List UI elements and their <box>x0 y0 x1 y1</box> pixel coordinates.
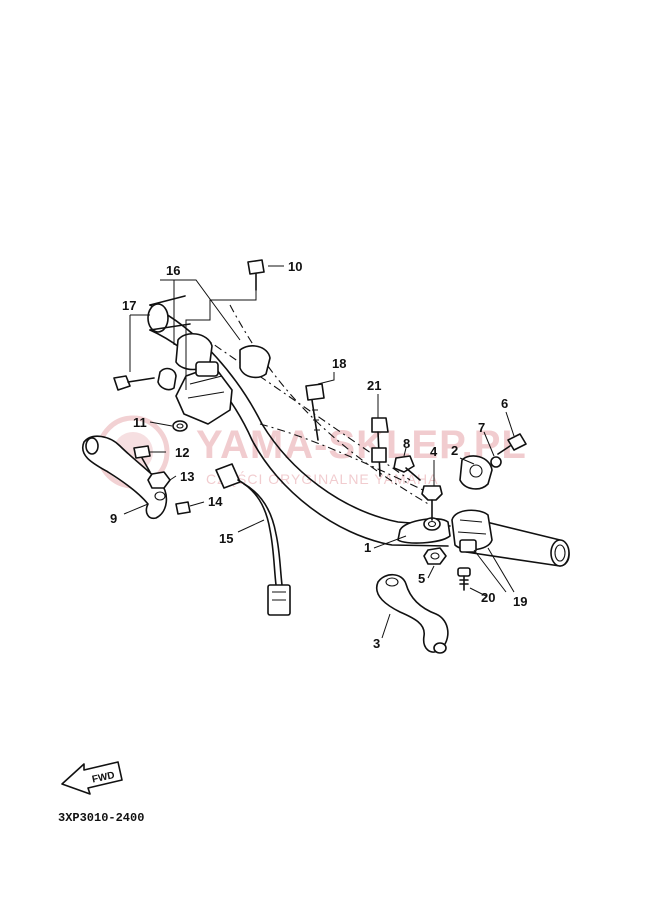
screw-17 <box>113 375 155 391</box>
callout-3: 3 <box>373 636 380 651</box>
bolt-12 <box>133 445 151 473</box>
callout-4: 4 <box>430 444 438 459</box>
washer-11 <box>172 420 188 432</box>
nut-5 <box>423 547 447 565</box>
callout-1: 1 <box>364 540 371 555</box>
callout-16: 16 <box>166 263 180 278</box>
screw-10 <box>247 259 265 291</box>
callout-17: 17 <box>122 298 136 313</box>
right-lever <box>375 573 449 654</box>
diagram-code: 3XP3010-2400 <box>58 811 144 825</box>
callout-12: 12 <box>175 445 189 460</box>
left-holder-assembly <box>157 333 271 425</box>
callout-8: 8 <box>403 436 410 451</box>
throttle-housing <box>451 509 493 553</box>
bolt-8 <box>393 455 421 481</box>
callout-13: 13 <box>180 469 194 484</box>
cable-strap-18 <box>305 383 325 441</box>
fwd-arrow: FWD <box>61 761 123 795</box>
screw-20 <box>457 567 471 591</box>
callout-20: 20 <box>481 590 495 605</box>
callout-9: 9 <box>110 511 117 526</box>
nut-13 <box>147 471 171 489</box>
callout-15: 15 <box>219 531 233 546</box>
bolt-4 <box>421 485 443 521</box>
callout-19: 19 <box>513 594 527 609</box>
callout-7: 7 <box>478 420 485 435</box>
callout-10: 10 <box>288 259 302 274</box>
callout-18: 18 <box>332 356 346 371</box>
callout-21: 21 <box>367 378 381 393</box>
clutch-switch-wire <box>215 463 291 616</box>
screw-14 <box>175 501 191 515</box>
callout-5: 5 <box>418 571 425 586</box>
screw-6 <box>497 433 527 455</box>
callout-6: 6 <box>501 396 508 411</box>
cable-strap-21 <box>371 417 389 477</box>
right-lever-holder <box>397 455 493 544</box>
callout-labels: 1 2 3 4 5 6 7 8 9 10 11 12 13 14 15 16 1… <box>110 259 527 651</box>
callout-11: 11 <box>133 415 147 430</box>
leader-lines <box>123 265 515 639</box>
left-lever <box>81 435 168 520</box>
callout-14: 14 <box>208 494 223 509</box>
fwd-label: FWD <box>91 770 116 785</box>
callout-2: 2 <box>451 443 458 458</box>
washer-7 <box>490 456 502 468</box>
